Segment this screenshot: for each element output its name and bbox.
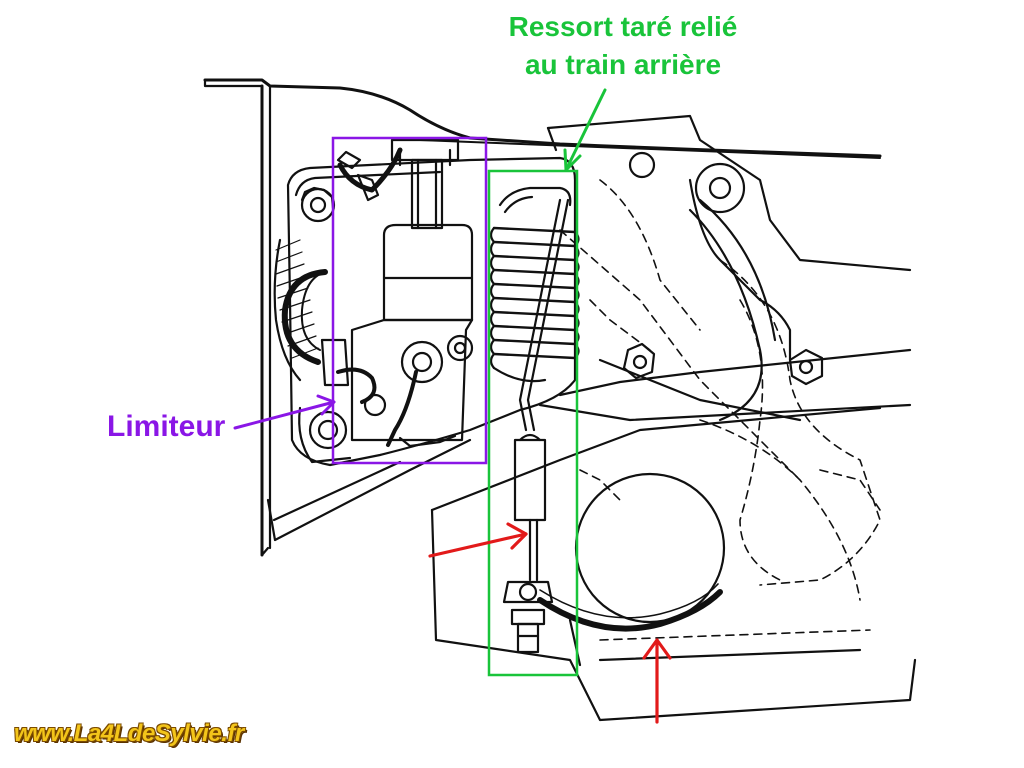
calibrated-spring [489,186,580,383]
red-arrow-axle [642,638,672,724]
spring-highlight-box [487,169,579,677]
spring-annotation-label: Ressort taré relié au train arrière [478,8,768,84]
limiter-highlight-box [331,136,488,465]
limiter-arrow [233,394,336,430]
limiter-annotation-label: Limiteur [107,410,226,443]
brake-pipes [281,147,403,417]
bracket-bolt [300,186,336,223]
mounting-bracket [266,156,577,542]
site-watermark: www.La4LdeSylvie.fr [14,720,244,747]
red-arrow-rod [428,522,528,558]
pressure-limiter-valve [350,138,474,448]
rear-axle-tube [537,472,726,632]
spring-arrow [563,88,607,172]
body-panel-outline [203,78,882,557]
spring-label-line1: Ressort taré relié [508,11,738,42]
hidden-edges [559,179,881,641]
spring-label-line2: au train arrière [524,49,722,80]
rear-axle-arm [430,114,917,722]
bracket-hatching [275,239,319,359]
limiter-pivot [298,406,352,464]
spring-rod [502,198,570,654]
